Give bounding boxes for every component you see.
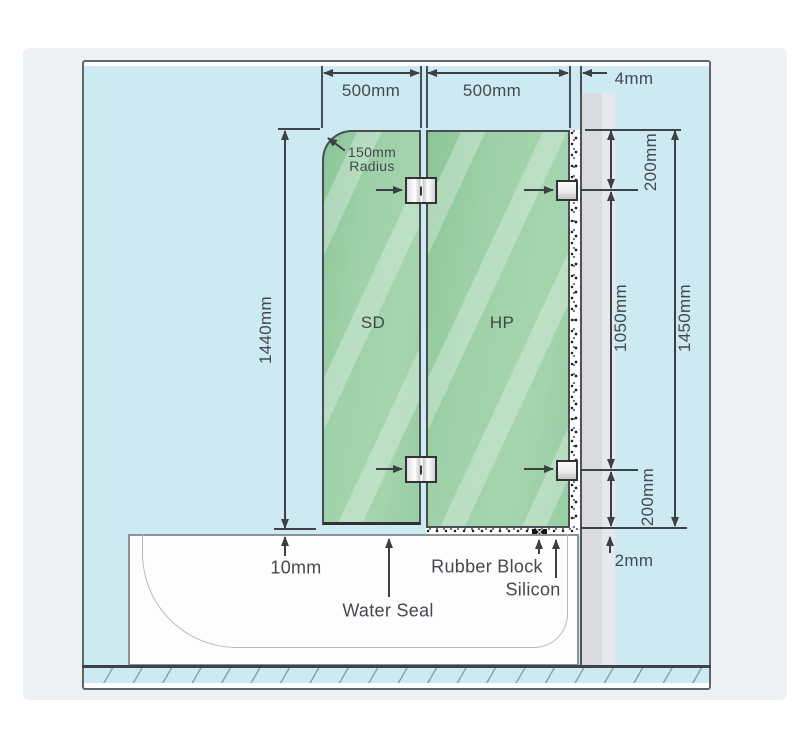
pointer-bracket-top	[524, 185, 554, 194]
extension-line-sd-left	[321, 66, 323, 128]
panel-label-hp: HP	[489, 313, 515, 332]
extension-line-joint-left	[420, 66, 422, 128]
dim-line-500-left	[323, 68, 420, 77]
pointer-water-seal	[384, 538, 393, 597]
dim-label-4mm: 4mm	[614, 69, 654, 88]
pointer-silicon	[551, 539, 560, 578]
callout-silicon: Silicon	[505, 579, 561, 600]
silicon-bed-horizontal	[426, 528, 578, 536]
tick-bracket-bottom	[580, 469, 638, 471]
dim-arrow-4mm	[582, 68, 607, 77]
dim-line-1440	[280, 130, 289, 529]
tick-bracket-top	[580, 189, 638, 191]
rubber-block	[532, 529, 547, 535]
dim-line-1050	[606, 191, 615, 469]
floor-hatching	[84, 668, 709, 683]
glass-panel-hp	[426, 130, 570, 528]
pointer-10mm	[280, 536, 289, 556]
dim-label-200-bottom: 200mm	[638, 467, 657, 527]
dim-label-2mm: 2mm	[614, 551, 654, 570]
silicon-joint-vertical	[570, 130, 580, 536]
dim-line-200-bottom	[606, 471, 615, 527]
dim-line-500-right	[427, 68, 569, 77]
callout-rubber-block: Rubber Block	[431, 556, 543, 577]
extension-line-wall-face	[580, 66, 582, 93]
dim-line-1450	[670, 130, 679, 527]
dim-label-1450: 1450mm	[675, 284, 694, 352]
panel-label-sd: SD	[360, 313, 386, 332]
dim-label-1050: 1050mm	[611, 284, 630, 352]
dim-arrow-2mm	[605, 536, 614, 553]
glass-panel-sd	[322, 130, 421, 525]
extension-line-joint-right	[426, 66, 428, 128]
wall-bracket-bottom	[556, 460, 578, 481]
extension-line-hp-right	[569, 66, 571, 128]
dim-line-200-top	[606, 130, 615, 189]
pointer-hinge-top	[376, 185, 403, 194]
floor-line	[82, 665, 711, 668]
tick-door-top	[278, 128, 320, 130]
callout-water-seal: Water Seal	[342, 600, 434, 621]
ref-line-panel-bottom	[580, 527, 687, 529]
radius-label-word: Radius	[349, 158, 395, 174]
ref-line-panel-top	[585, 129, 681, 131]
dim-label-1440: 1440mm	[256, 296, 275, 364]
pointer-bracket-bottom	[524, 464, 554, 473]
hinge-top	[405, 177, 437, 204]
wall	[580, 93, 602, 666]
radius-label-value: 150mm	[347, 144, 397, 160]
dim-label-500-right: 500mm	[462, 81, 522, 100]
dim-label-200-top: 200mm	[641, 132, 660, 192]
bathtub-inner-outline	[142, 534, 568, 648]
dim-label-10mm: 10mm	[270, 557, 322, 578]
tick-door-bottom	[274, 528, 316, 530]
hinge-bottom	[405, 456, 437, 483]
dim-label-500-left: 500mm	[341, 81, 401, 100]
pointer-hinge-bottom	[376, 464, 403, 473]
wall-bracket-top	[556, 180, 578, 201]
pointer-rubber-block	[534, 539, 543, 554]
